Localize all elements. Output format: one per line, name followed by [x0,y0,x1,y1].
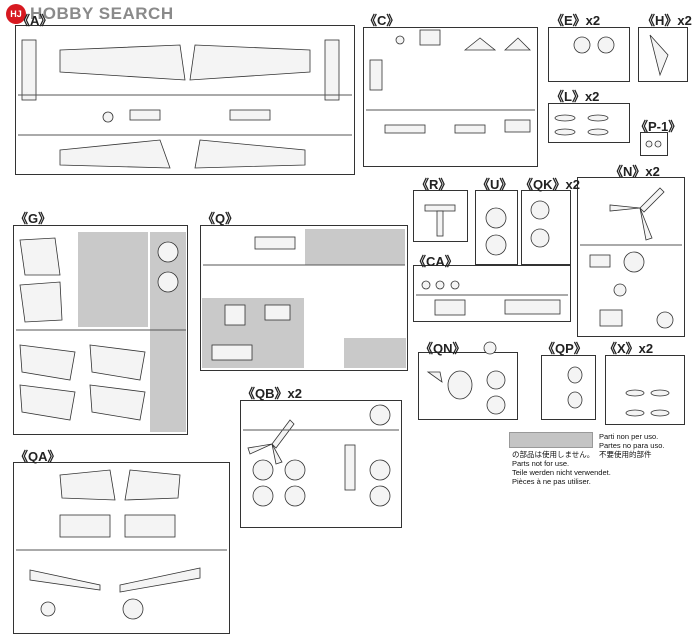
label-sprue-qa: 《QA》 [15,449,61,464]
label-sprue-g: 《G》 [15,211,52,226]
unused-area-q-top [305,229,405,265]
label-sprue-e: 《E》x2 [551,13,601,28]
unused-area-g-right [150,232,186,432]
legend-ja: の部品は使用しません。 [512,450,595,459]
unused-area-q-right [344,338,406,368]
sprue-l [548,103,630,143]
label-sprue-qb: 《QB》x2 [242,386,302,401]
label-sprue-l: 《L》x2 [551,89,600,104]
label-sprue-n: 《N》x2 [610,164,660,179]
label-sprue-qp: 《QP》 [542,341,587,356]
label-sprue-a: 《A》 [17,13,53,28]
sprue-x [605,355,685,425]
sprue-p1 [640,132,668,156]
legend-zh: 不要使用的部件 [599,450,652,459]
sprue-qk [521,190,571,265]
legend-text-right: Parti non per uso. Partes no para uso. 不… [599,432,664,459]
unused-area-g-center [78,232,148,327]
hobby-search-logo: HJ HOBBY SEARCH [6,3,174,25]
unused-parts-legend-swatch [509,432,593,448]
legend-it: Parti non per uso. [599,432,659,441]
label-sprue-h: 《H》x2 [642,13,692,28]
sprue-e [548,27,630,82]
label-sprue-q: 《Q》 [202,211,239,226]
label-sprue-c: 《C》 [364,13,400,28]
label-sprue-p1: 《P-1》 [635,119,682,134]
label-sprue-x: 《X》x2 [604,341,654,356]
legend-text-left: の部品は使用しません。 Parts not for use. Teile wer… [512,450,611,486]
sprue-qp [541,355,596,420]
logo-mark: HJ [6,4,26,24]
label-sprue-qk: 《QK》x2 [520,177,580,192]
label-sprue-u: 《U》 [477,177,513,192]
legend-es: Partes no para uso. [599,441,665,450]
label-sprue-ca: 《CA》 [413,254,458,269]
label-sprue-r: 《R》 [416,177,452,192]
legend-en: Parts not for use. [512,459,570,468]
label-sprue-qn: 《QN》 [420,341,466,356]
legend-de: Teile werden nicht verwendet. [512,468,611,477]
legend-fr: Pièces à ne pas utiliser. [512,477,591,486]
logo-text: HOBBY SEARCH [30,4,174,23]
